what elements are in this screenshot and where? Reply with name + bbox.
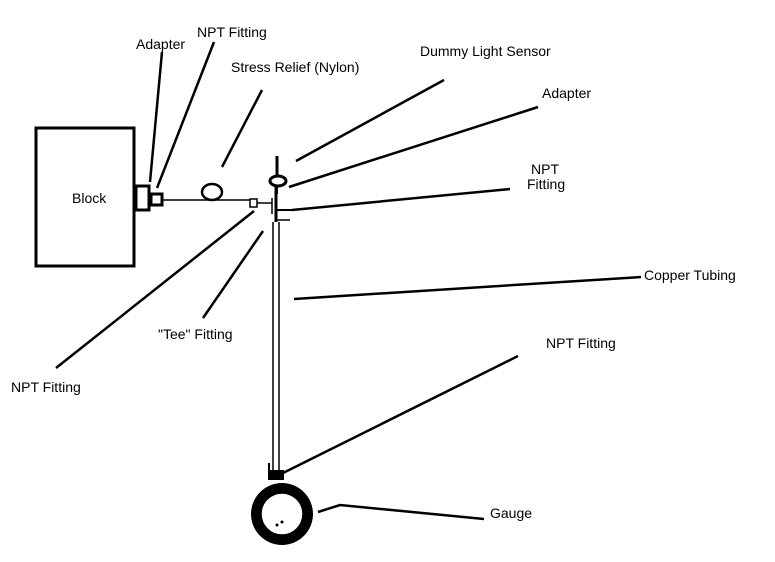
label-stress-relief: Stress Relief (Nylon)	[231, 59, 359, 75]
gauge-npt-fitting	[268, 470, 284, 480]
label-npt-fitting-right-line2: Fitting	[527, 176, 565, 192]
label-npt-fitting-top: NPT Fitting	[197, 24, 267, 40]
label-tee-fitting: "Tee" Fitting	[158, 326, 233, 342]
leader-gauge	[317, 503, 485, 521]
label-adapter-left: Adapter	[136, 36, 185, 52]
engine-block	[34, 126, 136, 268]
leader-adapter-left	[148, 51, 164, 183]
leader-npt-fitting-right	[291, 187, 511, 212]
gauge-needle-dot-2	[275, 523, 279, 527]
leader-tee-fitting	[201, 230, 265, 319]
label-npt-fitting-left: NPT Fitting	[11, 379, 81, 395]
label-block: Block	[72, 190, 107, 206]
label-adapter-right: Adapter	[542, 85, 591, 101]
tee-npt-fitting	[249, 198, 258, 208]
gauge-needle-dot	[280, 520, 284, 524]
leader-npt-fitting-top	[155, 41, 216, 189]
stress-relief-loop	[200, 182, 224, 202]
sensor-adapter	[268, 174, 288, 188]
block-adapter	[134, 184, 151, 212]
leader-npt-fitting-gauge	[282, 354, 519, 475]
label-npt-fitting-right-line1: NPT	[531, 161, 559, 177]
gauge-face	[260, 492, 304, 536]
label-gauge: Gauge	[490, 505, 532, 521]
leader-dummy-light-sensor	[295, 78, 445, 163]
label-dummy-light-sensor: Dummy Light Sensor	[420, 43, 551, 59]
label-npt-fitting-gauge: NPT Fitting	[546, 335, 616, 351]
leader-adapter-right	[288, 105, 539, 189]
leader-stress-relief	[220, 89, 264, 168]
leader-copper-tubing	[293, 275, 642, 301]
leader-npt-fitting-left	[55, 210, 255, 369]
block-npt-fitting	[149, 192, 164, 207]
label-copper-tubing: Copper Tubing	[644, 267, 736, 283]
